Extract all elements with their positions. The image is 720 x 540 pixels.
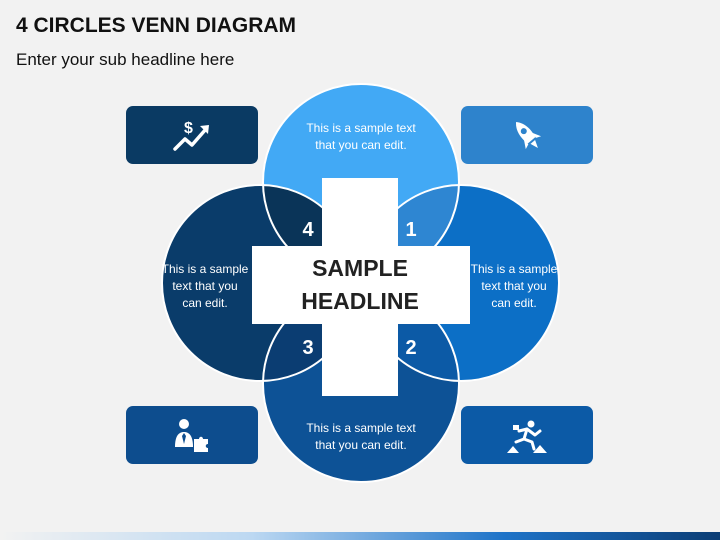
center-headline: SAMPLE HEADLINE (301, 255, 419, 314)
overlap-4 (263, 185, 358, 280)
runner-hurdle-icon (507, 420, 547, 453)
svg-text:$: $ (184, 120, 193, 137)
icon-box-bottom-left (126, 406, 258, 464)
overlap-number-1: 1 (405, 219, 417, 241)
center-cross (252, 178, 470, 396)
businessman-puzzle-icon (175, 419, 208, 452)
page-subtitle: Enter your sub headline here (16, 50, 235, 69)
overlap-2 (363, 286, 459, 381)
icon-box-bottom-right (461, 406, 593, 464)
overlap-3 (263, 286, 358, 381)
rocket-icon (516, 121, 542, 150)
bottom-accent-bar (0, 532, 720, 540)
overlap-number-4: 4 (302, 219, 314, 241)
overlap-1 (363, 185, 459, 280)
dollar-growth-icon: $ (173, 120, 209, 151)
overlap-number-3: 3 (302, 337, 314, 359)
page-title: 4 CIRCLES VENN DIAGRAM (16, 14, 297, 37)
overlap-number-2: 2 (405, 337, 417, 359)
icon-box-top-left: $ (126, 106, 258, 164)
icon-box-top-right (461, 106, 593, 164)
